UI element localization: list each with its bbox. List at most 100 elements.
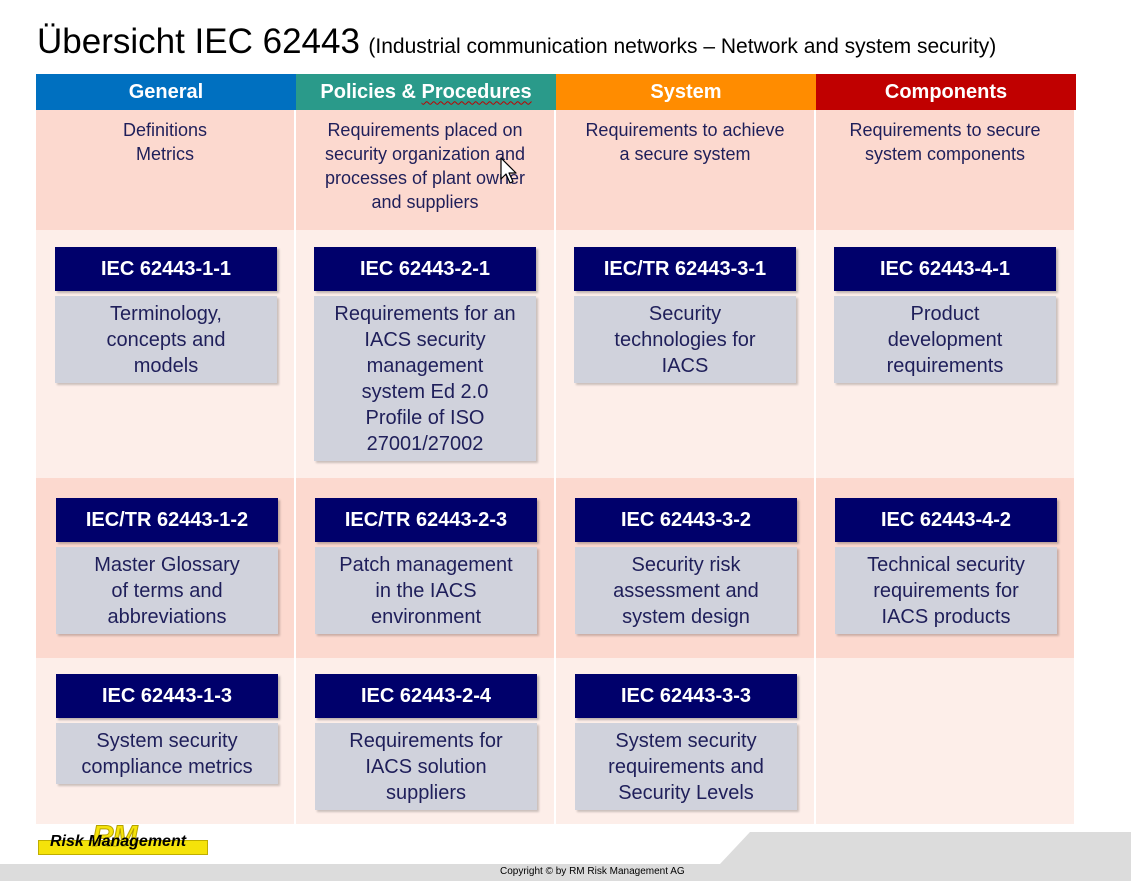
- desc-line: Security risk: [631, 554, 741, 576]
- desc-line: requirements and: [608, 756, 764, 778]
- column-header-components: Components: [816, 74, 1076, 110]
- standard-card-description: Terminology, concepts and models: [55, 296, 277, 383]
- standard-card-iec-62443-4-1[interactable]: IEC 62443-4-1 Product development requir…: [834, 247, 1056, 383]
- rm-risk-management-logo: RM Risk Management: [38, 820, 208, 856]
- desc-line: system components: [864, 144, 1026, 164]
- standard-card-title: IEC 62443-2-4: [315, 674, 537, 718]
- desc-line: IACS security: [364, 329, 486, 351]
- standard-card-description: Security risk assessment and system desi…: [575, 547, 797, 634]
- desc-line: in the IACS: [375, 580, 477, 602]
- column-description-system: Requirements to achieve a secure system: [556, 110, 816, 230]
- desc-line: IACS: [661, 355, 709, 377]
- logo-text: Risk Management: [50, 833, 187, 850]
- column-header-label-spellcheck: Procedures: [421, 80, 532, 103]
- desc-line: Master Glossary: [94, 554, 240, 576]
- standard-card-title: IEC 62443-3-2: [575, 498, 797, 542]
- desc-line: concepts and: [106, 329, 226, 351]
- desc-line: Requirements for an: [334, 303, 516, 325]
- column-description-components: Requirements to secure system components: [816, 110, 1076, 230]
- standard-card-title: IEC 62443-4-2: [835, 498, 1057, 542]
- logo-bar: [38, 840, 208, 855]
- desc-line: technologies for: [614, 329, 756, 351]
- desc-line: Metrics: [136, 144, 194, 164]
- desc-line: 27001/27002: [366, 433, 484, 455]
- standard-card-description: Product development requirements: [834, 296, 1056, 383]
- standard-card-iec-62443-1-3[interactable]: IEC 62443-1-3 System security compliance…: [56, 674, 278, 784]
- desc-line: IACS products: [881, 606, 1011, 628]
- column-header-system: System: [556, 74, 816, 110]
- desc-line: IACS solution: [365, 756, 487, 778]
- column-header-policies: Policies & Procedures: [296, 74, 556, 110]
- standard-card-description: Requirements for an IACS security manage…: [314, 296, 536, 461]
- desc-line: development: [887, 329, 1003, 351]
- standard-card-description: Security technologies for IACS: [574, 296, 796, 383]
- standard-card-description: Technical security requirements for IACS…: [835, 547, 1057, 634]
- copyright-notice: Copyright © by RM Risk Management AG: [500, 866, 685, 877]
- standard-card-title: IEC 62443-1-1: [55, 247, 277, 291]
- desc-line: requirements for: [873, 580, 1019, 602]
- desc-line: system design: [622, 606, 750, 628]
- standard-card-title: IEC/TR 62443-3-1: [574, 247, 796, 291]
- column-header-general: General: [36, 74, 296, 110]
- standard-card-iec-62443-3-2[interactable]: IEC 62443-3-2 Security risk assessment a…: [575, 498, 797, 634]
- desc-line: a secure system: [619, 144, 751, 164]
- standard-card-title: IEC/TR 62443-2-3: [315, 498, 537, 542]
- column-description-general: Definitions Metrics: [36, 110, 296, 230]
- desc-line: Requirements placed on: [327, 120, 523, 140]
- standard-card-description: Patch management in the IACS environment: [315, 547, 537, 634]
- standard-card-iec-62443-1-1[interactable]: IEC 62443-1-1 Terminology, concepts and …: [55, 247, 277, 383]
- desc-line: compliance metrics: [81, 756, 253, 778]
- mouse-pointer-icon: [500, 157, 518, 190]
- standard-card-description: System security requirements and Securit…: [575, 723, 797, 810]
- standard-card-title: IEC/TR 62443-1-2: [56, 498, 278, 542]
- column-header-label: General: [128, 80, 204, 103]
- logo-rm-mark: RM: [92, 820, 139, 854]
- standard-card-title: IEC 62443-4-1: [834, 247, 1056, 291]
- standard-card-title: IEC 62443-2-1: [314, 247, 536, 291]
- standard-card-description: Requirements for IACS solution suppliers: [315, 723, 537, 810]
- standards-row-3: IEC 62443-1-3 System security compliance…: [36, 658, 1076, 824]
- standard-card-iec-62443-2-1[interactable]: IEC 62443-2-1 Requirements for an IACS s…: [314, 247, 536, 461]
- iec-62443-overview-grid: General Policies & Procedures System Com…: [36, 74, 1076, 824]
- desc-line: Requirements to secure: [849, 120, 1041, 140]
- footer-decoration: [720, 832, 1131, 864]
- footer-bar: [0, 864, 1131, 881]
- desc-line: Requirements for: [349, 730, 503, 752]
- column-header-label: System: [650, 80, 722, 103]
- standard-card-iec-tr-62443-1-2[interactable]: IEC/TR 62443-1-2 Master Glossary of term…: [56, 498, 278, 634]
- desc-line: Requirements to achieve: [585, 120, 785, 140]
- page-title: Übersicht IEC 62443 (Industrial communic…: [37, 22, 996, 62]
- desc-line: management: [366, 355, 484, 377]
- desc-line: Security Levels: [618, 782, 754, 804]
- standard-card-description: Master Glossary of terms and abbreviatio…: [56, 547, 278, 634]
- standard-card-iec-62443-2-4[interactable]: IEC 62443-2-4 Requirements for IACS solu…: [315, 674, 537, 810]
- desc-line: and suppliers: [371, 192, 479, 212]
- standard-card-iec-tr-62443-2-3[interactable]: IEC/TR 62443-2-3 Patch management in the…: [315, 498, 537, 634]
- desc-line: Product: [910, 303, 980, 325]
- standard-card-title: IEC 62443-3-3: [575, 674, 797, 718]
- desc-line: assessment and: [613, 580, 759, 602]
- empty-cell: [816, 658, 1076, 824]
- standard-card-iec-tr-62443-3-1[interactable]: IEC/TR 62443-3-1 Security technologies f…: [574, 247, 796, 383]
- desc-line: Terminology,: [110, 303, 222, 325]
- desc-line: processes of plant owner: [324, 168, 526, 188]
- desc-line: of terms and: [111, 580, 223, 602]
- desc-line: system Ed 2.0: [361, 381, 489, 403]
- standard-card-iec-62443-4-2[interactable]: IEC 62443-4-2 Technical security require…: [835, 498, 1057, 634]
- title-subtitle: (Industrial communication networks – Net…: [368, 35, 997, 58]
- desc-line: System security: [615, 730, 757, 752]
- column-header-label: Policies &: [320, 80, 422, 103]
- desc-line: abbreviations: [107, 606, 227, 628]
- standards-row-1: IEC 62443-1-1 Terminology, concepts and …: [36, 230, 1076, 478]
- standards-row-2: IEC/TR 62443-1-2 Master Glossary of term…: [36, 478, 1076, 658]
- title-main: Übersicht IEC 62443: [37, 22, 360, 61]
- desc-line: Definitions: [122, 120, 208, 140]
- desc-line: Technical security: [867, 554, 1025, 576]
- standard-card-description: System security compliance metrics: [56, 723, 278, 784]
- desc-line: requirements: [886, 355, 1004, 377]
- desc-line: suppliers: [385, 782, 467, 804]
- desc-line: Profile of ISO: [365, 407, 485, 429]
- standard-card-iec-62443-3-3[interactable]: IEC 62443-3-3 System security requiremen…: [575, 674, 797, 810]
- desc-line: models: [133, 355, 199, 377]
- desc-line: environment: [370, 606, 482, 628]
